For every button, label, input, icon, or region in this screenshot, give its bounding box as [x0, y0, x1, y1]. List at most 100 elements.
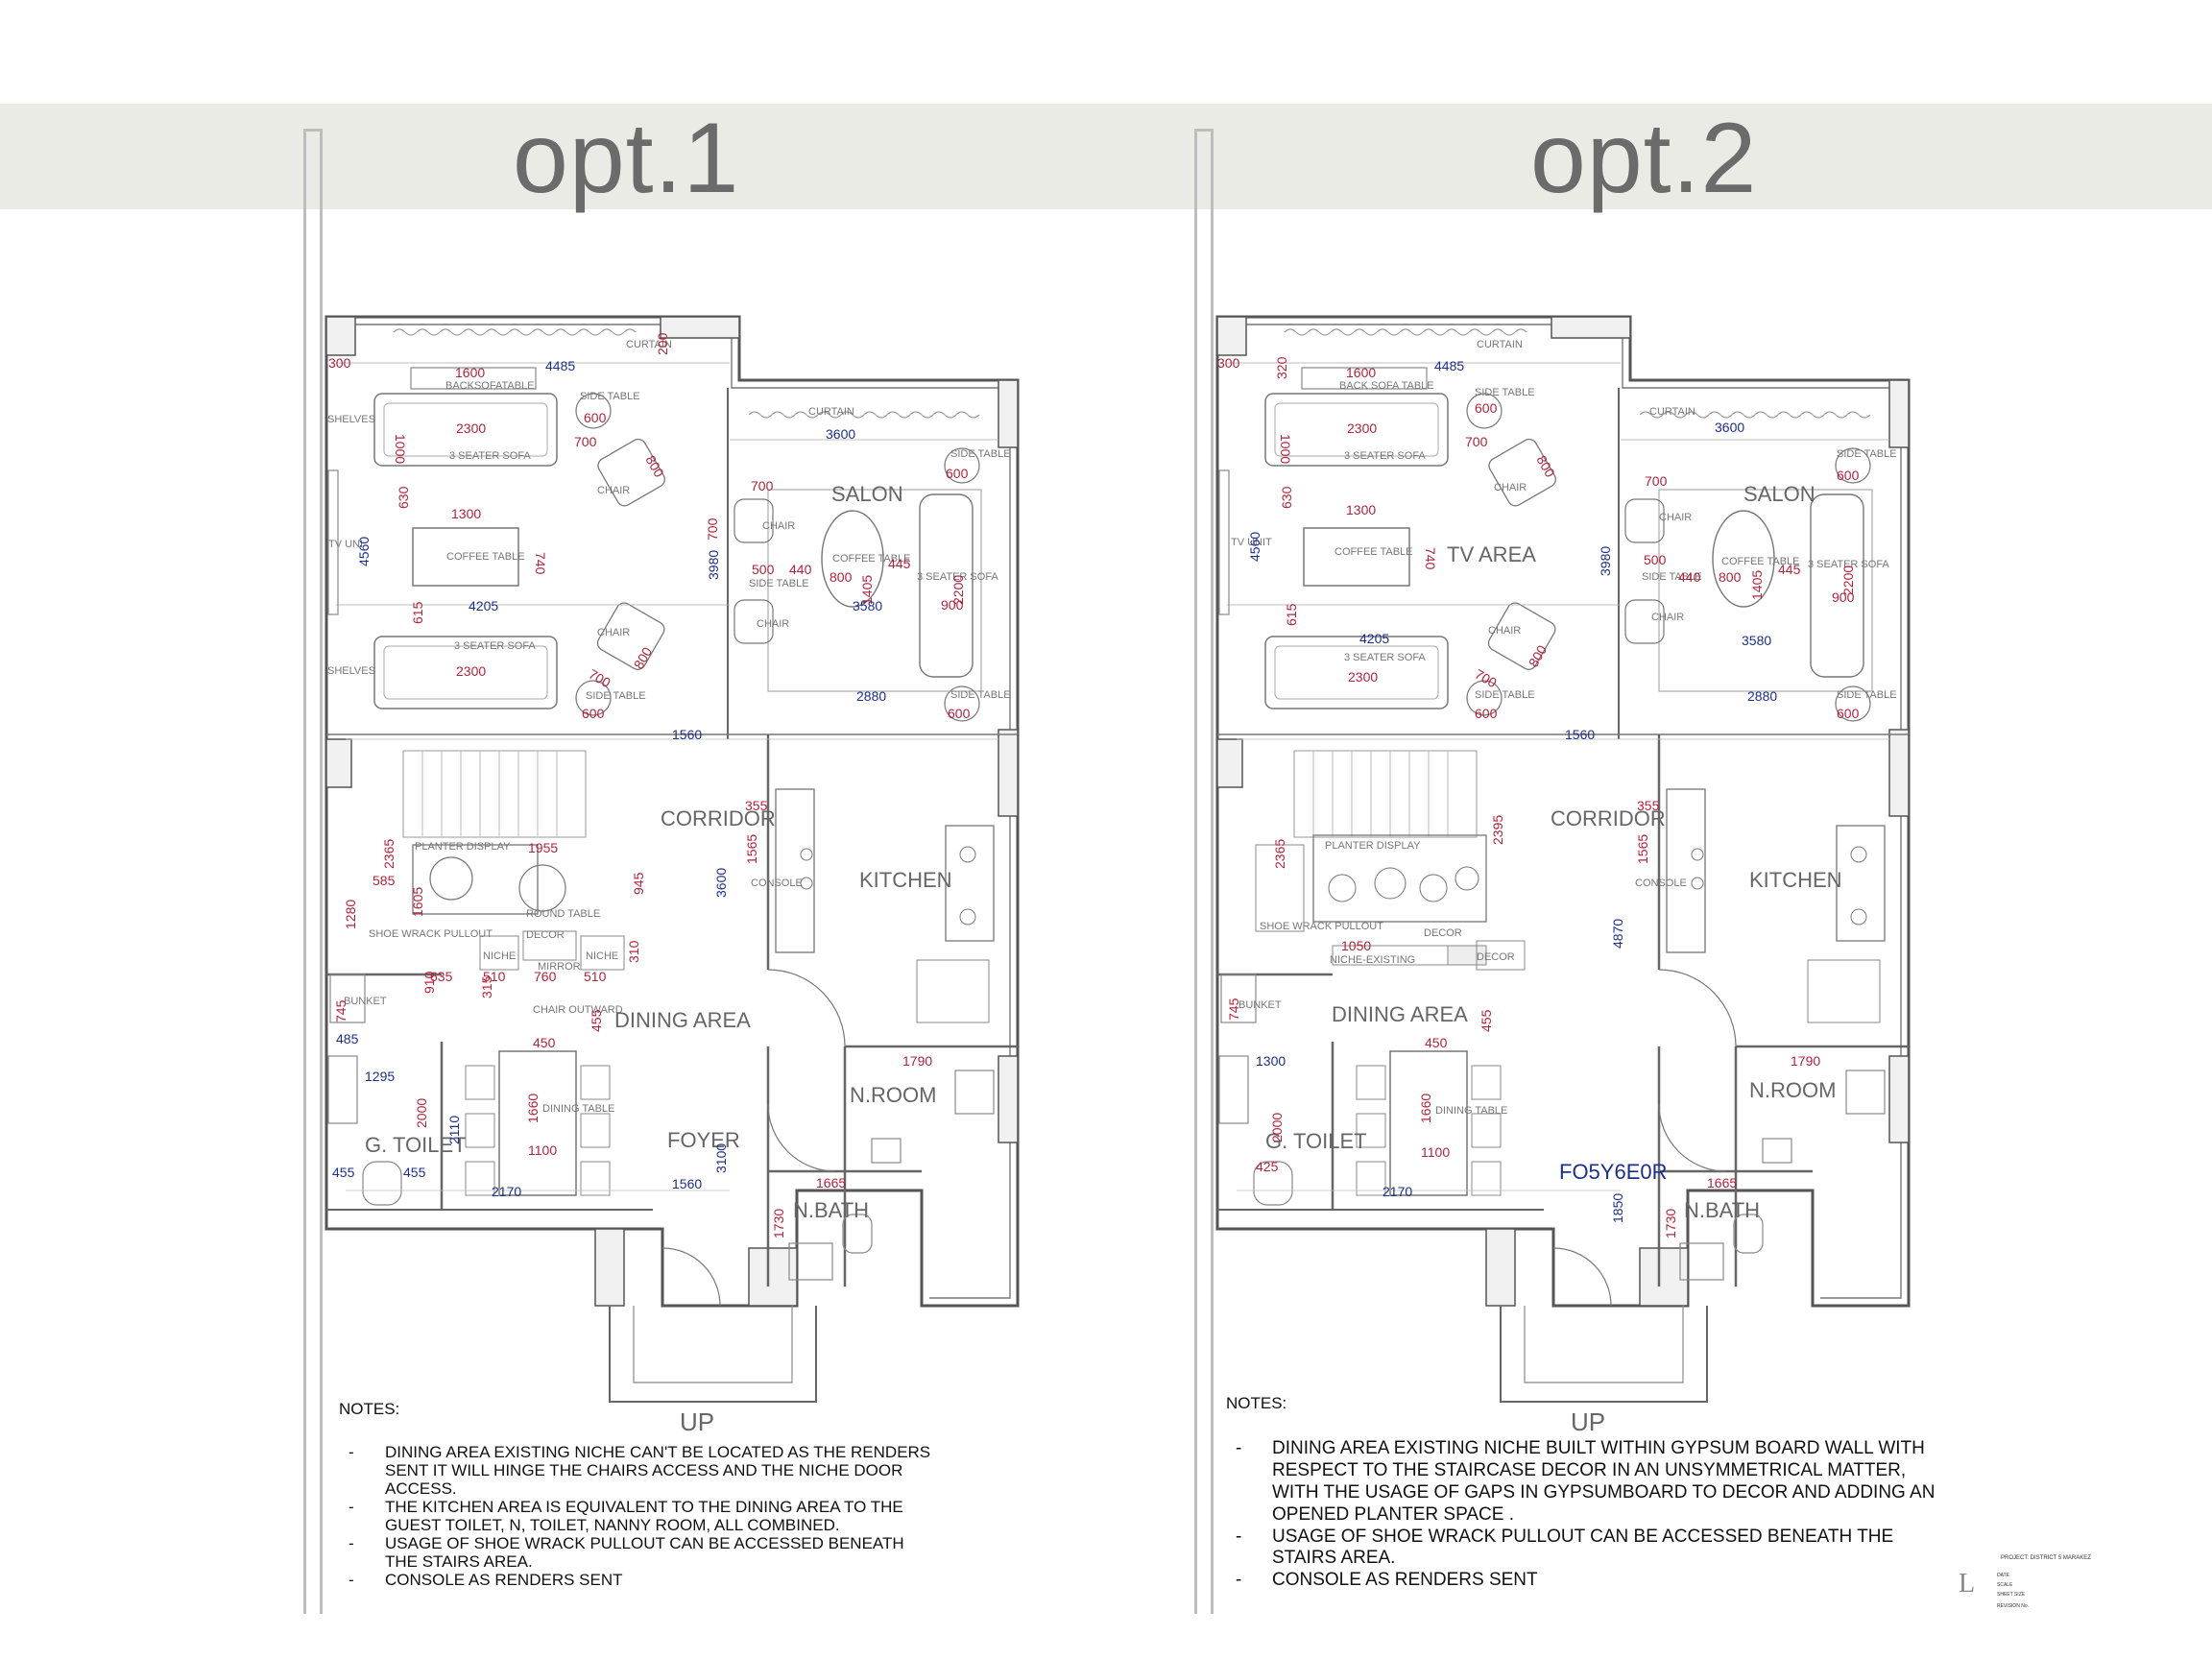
- company-logo: L: [1959, 1569, 1976, 1599]
- svg-text:455: 455: [332, 1165, 355, 1180]
- p2-foyer-label: FO5Y6E0R: [1559, 1160, 1668, 1184]
- svg-text:745: 745: [333, 999, 349, 1022]
- svg-text:2170: 2170: [1382, 1184, 1412, 1199]
- svg-text:4205: 4205: [469, 598, 498, 613]
- svg-text:600: 600: [948, 706, 971, 721]
- p2-curtain-1: CURTAIN: [1477, 339, 1523, 350]
- p2-shoewrack: SHOE WRACK PULLOUT: [1260, 921, 1383, 932]
- svg-text:2880: 2880: [1747, 688, 1777, 704]
- p1-dining-table: DINING TABLE: [542, 1103, 614, 1115]
- svg-text:2300: 2300: [456, 421, 486, 436]
- p2-decor-1: DECOR: [1424, 927, 1462, 939]
- svg-text:200: 200: [655, 332, 670, 355]
- shoe-wrack: [1255, 844, 1305, 932]
- svg-text:2300: 2300: [1347, 421, 1377, 436]
- date-field: DATE: [1997, 1573, 2009, 1578]
- svg-text:600: 600: [1837, 468, 1860, 483]
- svg-text:600: 600: [1837, 706, 1860, 721]
- notes-header: NOTES:: [339, 1400, 400, 1418]
- svg-text:3600: 3600: [1715, 420, 1744, 435]
- svg-text:4870: 4870: [1610, 919, 1625, 949]
- p1-gtoilet-label: G. TOILET: [365, 1133, 467, 1157]
- p2-red-dims: 1600 320 600 2300 1000 700 800 630 1300 …: [1217, 355, 1860, 1238]
- p2-sofa-c: 3 SEATER SOFA: [1808, 559, 1889, 570]
- plan-opt-1: [325, 315, 1020, 1404]
- svg-text:800: 800: [631, 644, 656, 671]
- planter-display-wide: [1312, 834, 1487, 923]
- svg-text:2365: 2365: [1272, 839, 1287, 869]
- svg-text:445: 445: [1778, 562, 1801, 577]
- p2-coffee-2: COFFEE TABLE: [1721, 556, 1800, 567]
- svg-text:1300: 1300: [1256, 1053, 1286, 1069]
- svg-text:1850: 1850: [1610, 1193, 1625, 1223]
- p2-chair-1: CHAIR: [1494, 482, 1527, 493]
- planter-icon: [429, 856, 473, 901]
- p2-up-label: UP: [1571, 1407, 1605, 1436]
- p1-chair-3: CHAIR: [762, 520, 795, 532]
- svg-text:440: 440: [789, 562, 812, 577]
- svg-text:700: 700: [751, 478, 774, 493]
- svg-text:1600: 1600: [455, 365, 485, 380]
- svg-text:320: 320: [1274, 356, 1289, 379]
- svg-text:510: 510: [584, 969, 607, 984]
- svg-text:630: 630: [1279, 486, 1294, 509]
- p2-sidetable-2: SIDE TABLE: [1837, 689, 1897, 701]
- p2-backsofa: BACK SOFA TABLE: [1339, 380, 1434, 392]
- svg-text:1560: 1560: [672, 1176, 702, 1191]
- svg-text:355: 355: [745, 798, 768, 813]
- note-item: CONSOLE AS RENDERS SENT: [1226, 1570, 1956, 1592]
- note-item: CONSOLE AS RENDERS SENT: [339, 1571, 934, 1589]
- svg-text:800: 800: [1719, 569, 1742, 585]
- svg-text:485: 485: [336, 1031, 359, 1046]
- svg-text:900: 900: [1832, 589, 1855, 605]
- notes-opt-1: NOTES: DINING AREA EXISTING NICHE CAN'T …: [339, 1400, 934, 1589]
- p2-blue-dims: 4485 3600 4560 4205 3980 3580 2880 1560 …: [1247, 358, 1777, 1223]
- svg-text:2300: 2300: [1348, 669, 1378, 685]
- p1-foyer-label: FOYER: [667, 1128, 740, 1152]
- svg-text:1665: 1665: [816, 1175, 846, 1190]
- svg-text:615: 615: [1284, 603, 1299, 626]
- scale-field: SCALE: [1997, 1582, 2013, 1588]
- p2-coffee-1: COFFEE TABLE: [1334, 546, 1413, 558]
- svg-text:2170: 2170: [492, 1184, 521, 1199]
- p1-backsofa: BACKSOFATABLE: [445, 380, 535, 392]
- svg-text:900: 900: [941, 597, 964, 613]
- svg-text:3100: 3100: [713, 1143, 729, 1173]
- p1-shelves-2: SHELVES: [327, 665, 375, 677]
- note-item: USAGE OF SHOE WRACK PULLOUT CAN BE ACCES…: [339, 1534, 934, 1571]
- p1-coffee-1: COFFEE TABLE: [446, 551, 525, 563]
- svg-text:600: 600: [1475, 400, 1498, 416]
- p2-tvunit: TV UNIT: [1231, 537, 1272, 548]
- p1-corridor-label: CORRIDOR: [661, 806, 776, 830]
- svg-text:1300: 1300: [1346, 502, 1376, 517]
- svg-text:3580: 3580: [1742, 633, 1771, 648]
- p2-kitchen-label: KITCHEN: [1749, 868, 1842, 892]
- p2-sidetable-1: SIDE TABLE: [1475, 387, 1535, 398]
- svg-text:3600: 3600: [713, 868, 729, 898]
- revision-field: REVISION No.: [1997, 1603, 2030, 1609]
- svg-text:425: 425: [1256, 1159, 1279, 1174]
- p1-roundtable: ROUND TABLE: [526, 908, 600, 920]
- p1-curtain-1: CURTAIN: [626, 339, 672, 350]
- p2-sofa-a: 3 SEATER SOFA: [1344, 450, 1426, 462]
- svg-text:2200: 2200: [1840, 565, 1856, 595]
- p1-up-label: UP: [680, 1407, 714, 1436]
- svg-text:1790: 1790: [1791, 1053, 1820, 1069]
- svg-text:630: 630: [396, 486, 411, 509]
- svg-text:310: 310: [626, 940, 641, 963]
- svg-text:3580: 3580: [853, 598, 882, 613]
- svg-text:1280: 1280: [343, 900, 358, 929]
- svg-text:3600: 3600: [826, 426, 855, 442]
- svg-text:2000: 2000: [414, 1098, 429, 1128]
- svg-text:4205: 4205: [1359, 631, 1389, 646]
- p1-console: CONSOLE: [751, 878, 803, 889]
- p1-nroom-label: N.ROOM: [850, 1083, 936, 1107]
- svg-text:600: 600: [584, 410, 607, 425]
- svg-text:800: 800: [830, 569, 853, 585]
- p2-chair-4: CHAIR: [1651, 612, 1684, 623]
- svg-text:510: 510: [483, 969, 506, 984]
- p1-planter: PLANTER DISPLAY: [415, 841, 511, 853]
- svg-text:1405: 1405: [1749, 570, 1765, 600]
- p1-shoewrack: SHOE WRACK PULLOUT: [369, 928, 493, 940]
